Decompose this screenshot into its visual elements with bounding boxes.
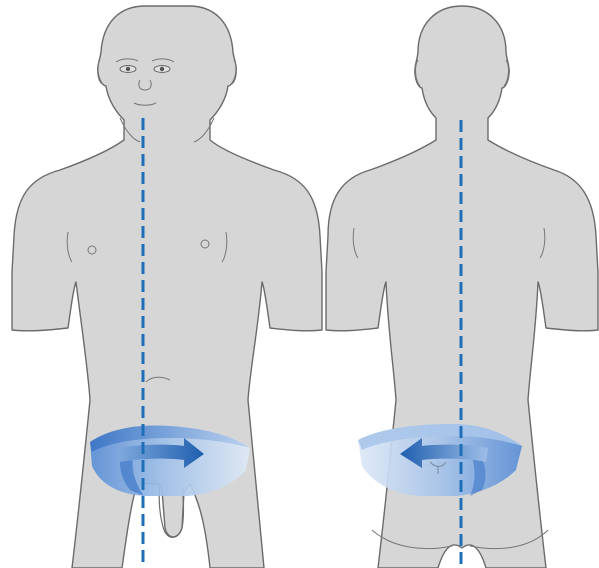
front-view (12, 6, 322, 568)
back-view (326, 6, 598, 568)
front-left-pupil (126, 67, 130, 71)
front-right-pupil (160, 67, 164, 71)
